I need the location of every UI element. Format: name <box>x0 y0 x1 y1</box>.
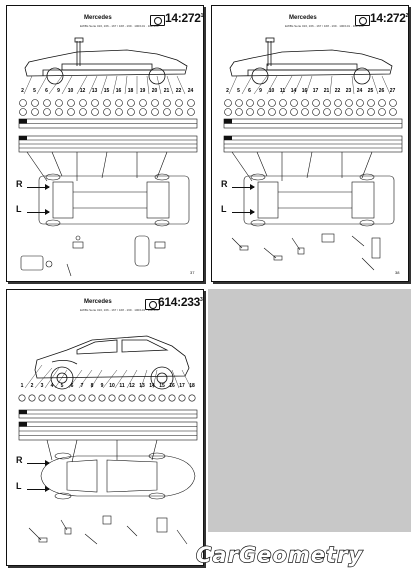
left-side-label: L <box>16 204 22 214</box>
empty-gray-panel <box>208 289 411 532</box>
callout-number: 25 <box>367 88 374 94</box>
callout-number: 5 <box>33 88 36 94</box>
callout-number: 14 <box>290 88 297 94</box>
callout-number: 12 <box>129 383 135 389</box>
callout-number: 7 <box>80 383 84 389</box>
page-subtitle: EWBs Serie 016, 166 - 167 / 168 - 169 · … <box>285 24 364 28</box>
callout-number: 21 <box>163 88 170 94</box>
fastener-icon-grid <box>18 99 198 277</box>
callout-number: 13 <box>139 383 145 389</box>
callout-number: 10 <box>109 383 115 389</box>
callout-number: 27 <box>389 88 396 94</box>
callout-number: 22 <box>334 88 341 94</box>
page-title: Mercedes <box>84 15 112 21</box>
left-side-label: L <box>221 204 227 214</box>
camera-icon <box>355 15 370 26</box>
camera-icon <box>150 15 165 26</box>
vehicle-side-view <box>228 37 393 95</box>
callout-number: 5 <box>237 88 240 94</box>
callout-number: 22 <box>175 88 182 94</box>
callout-number: 9 <box>259 88 262 94</box>
callout-number: 5 <box>60 383 64 389</box>
callout-row: 1 2 3 4 5 6 7 8 9 10 11 12 13 14 15 16 1… <box>17 383 199 393</box>
callout-number: 9 <box>100 383 104 389</box>
callout-number: 19 <box>139 88 146 94</box>
callout-number: 18 <box>189 383 195 389</box>
left-arrow <box>27 209 50 215</box>
callout-number: 2 <box>21 88 24 94</box>
callout-number: 4 <box>50 383 54 389</box>
callout-number: 24 <box>356 88 363 94</box>
callout-row: 2 5 6 9 10 11 14 16 17 21 22 23 24 25 26… <box>222 88 404 98</box>
callout-number: 21 <box>323 88 330 94</box>
reference-number: 14:2722 <box>370 11 409 25</box>
callout-number: 13 <box>91 88 98 94</box>
callout-number: 6 <box>70 383 74 389</box>
callout-number: 16 <box>169 383 175 389</box>
diagram-page-3: Mercedes EWBs Serie 016, 166 - 167 / 168… <box>6 289 204 566</box>
right-side-label: R <box>16 179 23 189</box>
callout-number: 18 <box>127 88 134 94</box>
reference-number: 614:2333 <box>158 295 203 309</box>
cargeometry-logo: CarGeometry <box>190 535 410 571</box>
page-subtitle: EWBs Serie 016, 166 - 167 / 168 - 169 · … <box>80 24 159 28</box>
callout-number: 24 <box>187 88 194 94</box>
vehicle-side-view <box>23 37 188 95</box>
right-arrow <box>27 460 50 466</box>
callout-number: 6 <box>248 88 251 94</box>
callout-number: 17 <box>312 88 319 94</box>
callout-number: 17 <box>179 383 185 389</box>
callout-row: 2 5 6 9 10 12 13 15 16 18 19 20 21 22 24 <box>17 88 197 98</box>
callout-number: 11 <box>119 383 125 389</box>
callout-number: 10 <box>268 88 275 94</box>
callout-number: 1 <box>20 383 24 389</box>
callout-number: 2 <box>30 383 34 389</box>
callout-number: 26 <box>378 88 385 94</box>
diagram-page-1: Mercedes EWBs Serie 016, 166 - 167 / 168… <box>6 5 204 282</box>
callout-number: 2 <box>226 88 229 94</box>
callout-number: 12 <box>79 88 86 94</box>
fastener-icon-grid <box>223 99 403 271</box>
callout-number: 15 <box>103 88 110 94</box>
callout-number: 3 <box>40 383 44 389</box>
callout-number: 20 <box>151 88 158 94</box>
right-arrow <box>27 184 50 190</box>
page-number: 37 <box>190 270 195 275</box>
right-arrow <box>232 184 255 190</box>
callout-number: 16 <box>301 88 308 94</box>
left-arrow <box>27 486 50 492</box>
callout-number: 10 <box>67 88 74 94</box>
callout-number: 6 <box>45 88 48 94</box>
page-number: 38 <box>395 270 400 275</box>
page-subtitle: EWBs Serie 016, 166 - 167 / 168 - 169 · … <box>80 308 159 312</box>
left-side-label: L <box>16 481 22 491</box>
callout-number: 8 <box>90 383 94 389</box>
camera-icon <box>145 299 160 310</box>
page-title: Mercedes <box>84 299 112 305</box>
right-side-label: R <box>221 179 228 189</box>
callout-number: 14 <box>149 383 155 389</box>
logo-text: CarGeometry <box>196 543 363 567</box>
reference-number: 14:2721 <box>165 11 204 25</box>
vehicle-side-view <box>24 335 192 390</box>
left-arrow <box>232 209 255 215</box>
callout-number: 15 <box>159 383 165 389</box>
callout-number: 16 <box>115 88 122 94</box>
callout-number: 11 <box>279 88 286 94</box>
fastener-icon-grid <box>18 394 198 545</box>
page-title: Mercedes <box>289 15 317 21</box>
right-side-label: R <box>16 455 23 465</box>
diagram-page-2: Mercedes EWBs Serie 016, 166 - 167 / 168… <box>211 5 409 282</box>
callout-number: 23 <box>345 88 352 94</box>
callout-number: 9 <box>57 88 60 94</box>
